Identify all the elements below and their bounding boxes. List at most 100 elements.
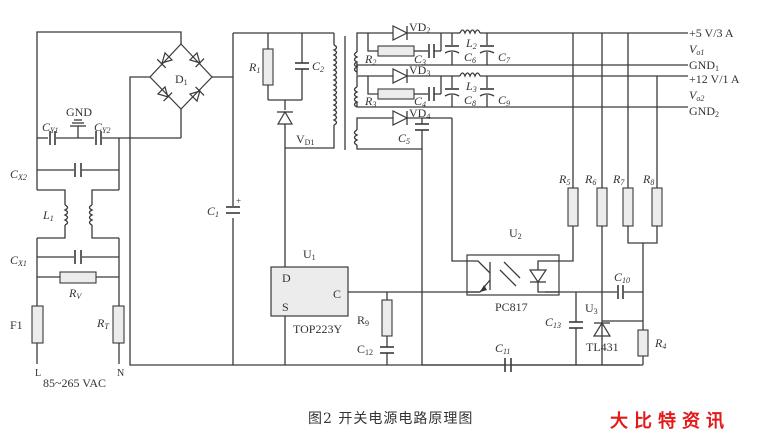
label-gnd: GND — [66, 105, 92, 119]
watermark-logo: 大比特资讯 — [610, 411, 730, 432]
bridge-rectifier-d1 — [149, 43, 233, 110]
regulator-tl431 — [592, 321, 612, 337]
label-top223y: TOP223Y — [293, 322, 342, 336]
resistor-r5 — [567, 187, 579, 227]
diode-vd2 — [392, 25, 409, 41]
resistor-r3 — [377, 88, 415, 100]
label-c1: C1 — [207, 204, 219, 219]
capacitor-cy1 — [49, 131, 56, 145]
capacitor-c7 — [479, 45, 495, 54]
input-wiring — [36, 31, 233, 366]
capacitor-c12 — [380, 346, 394, 354]
label-gnd2: GND2 — [689, 104, 719, 119]
label-vo2: Vo2 — [689, 88, 704, 103]
capacitor-c3 — [428, 44, 435, 58]
label-pin-control: C — [333, 287, 341, 301]
label-r1: R1 — [248, 60, 260, 75]
inductor-l1 — [63, 204, 94, 226]
label-u3: U3 — [585, 301, 598, 316]
label-neutral: N — [117, 368, 124, 379]
capacitor-c8 — [444, 88, 460, 97]
label-pin-drain: D — [282, 271, 291, 285]
label-gnd1: GND1 — [689, 58, 719, 73]
secondary-wiring — [356, 32, 688, 366]
diode-vd3 — [392, 68, 409, 84]
label-c7: C7 — [498, 50, 511, 65]
label-r5: R5 — [558, 172, 570, 187]
diode-vd4 — [392, 110, 409, 126]
capacitor-c4 — [428, 87, 435, 101]
label-rv: RV — [68, 286, 82, 301]
varistor-rv — [59, 271, 97, 284]
capacitor-c10 — [617, 285, 624, 299]
label-u2: U2 — [509, 226, 522, 241]
label-c12: C12 — [357, 342, 373, 357]
label-tl431: TL431 — [586, 340, 619, 354]
label-r2: R2 — [364, 52, 376, 67]
label-c3: C3 — [414, 52, 426, 67]
capacitor-c1: + — [226, 196, 241, 214]
label-vo1: Vo1 — [689, 42, 704, 57]
label-line: L — [35, 368, 41, 379]
resistor-r1 — [262, 48, 274, 86]
optocoupler-pc817 — [466, 254, 560, 296]
transformer-primary-winding — [332, 44, 338, 126]
label-c5: C5 — [398, 131, 410, 146]
label-l1: L1 — [42, 208, 54, 223]
capacitor-c9 — [479, 88, 495, 97]
label-r8: R8 — [642, 172, 654, 187]
label-cy2: CY2 — [94, 120, 110, 135]
figure-caption: 图2 开关电源电路原理图 — [308, 411, 474, 427]
secondary-winding-1 — [353, 51, 359, 73]
ground-symbol — [70, 119, 86, 138]
label-c9: C9 — [498, 93, 510, 108]
zener-diode-vd1 — [276, 110, 294, 125]
capacitor-c5 — [415, 123, 429, 131]
label-c6: C6 — [464, 50, 476, 65]
label-c10: C10 — [614, 270, 630, 285]
fuse-f1 — [31, 305, 44, 344]
capacitor-c2 — [295, 62, 309, 70]
label-output-12v: +12 V/1 A — [689, 72, 740, 86]
label-r4: R4 — [654, 336, 666, 351]
label-d1: D1 — [175, 72, 188, 87]
label-input-voltage: 85~265 VAC — [43, 376, 106, 390]
label-output-5v: +5 V/3 A — [689, 26, 734, 40]
secondary-winding-3 — [353, 129, 359, 146]
label-pin-source: S — [282, 300, 289, 314]
resistor-r2 — [377, 45, 415, 57]
inductor-l2 — [459, 29, 481, 35]
label-cx1: CX1 — [10, 253, 27, 268]
label-c11: C11 — [495, 341, 510, 356]
label-vd4: VD4 — [409, 106, 430, 121]
capacitor-c13 — [569, 321, 583, 329]
label-vd2: VD2 — [409, 20, 430, 35]
label-r3: R3 — [364, 94, 376, 109]
resistor-r7 — [622, 187, 634, 227]
label-c13: C13 — [545, 315, 561, 330]
ic-top223y — [270, 266, 349, 317]
label-vd3: VD3 — [409, 63, 430, 78]
resistor-r6 — [596, 187, 608, 227]
label-r6: R6 — [584, 172, 596, 187]
capacitor-cx1 — [74, 250, 82, 264]
label-c2: C2 — [312, 59, 324, 74]
label-cx2: CX2 — [10, 167, 27, 182]
label-cy1: CY1 — [42, 120, 58, 135]
label-l3: L3 — [465, 79, 477, 94]
thermistor-rt — [112, 305, 125, 344]
resistor-r8 — [651, 187, 663, 227]
capacitor-cy2 — [95, 131, 102, 145]
label-rt: RT — [96, 316, 109, 331]
label-l2: L2 — [465, 36, 477, 51]
resistor-r4 — [637, 329, 649, 357]
label-f1: F1 — [10, 318, 23, 332]
label-u1: U1 — [303, 247, 316, 262]
inductor-l3 — [459, 72, 481, 78]
label-vd1: VD1 — [296, 132, 314, 147]
resistor-r9 — [381, 299, 393, 337]
svg-text:+: + — [236, 196, 241, 206]
label-c4: C4 — [414, 94, 426, 109]
capacitor-c6 — [444, 45, 460, 54]
